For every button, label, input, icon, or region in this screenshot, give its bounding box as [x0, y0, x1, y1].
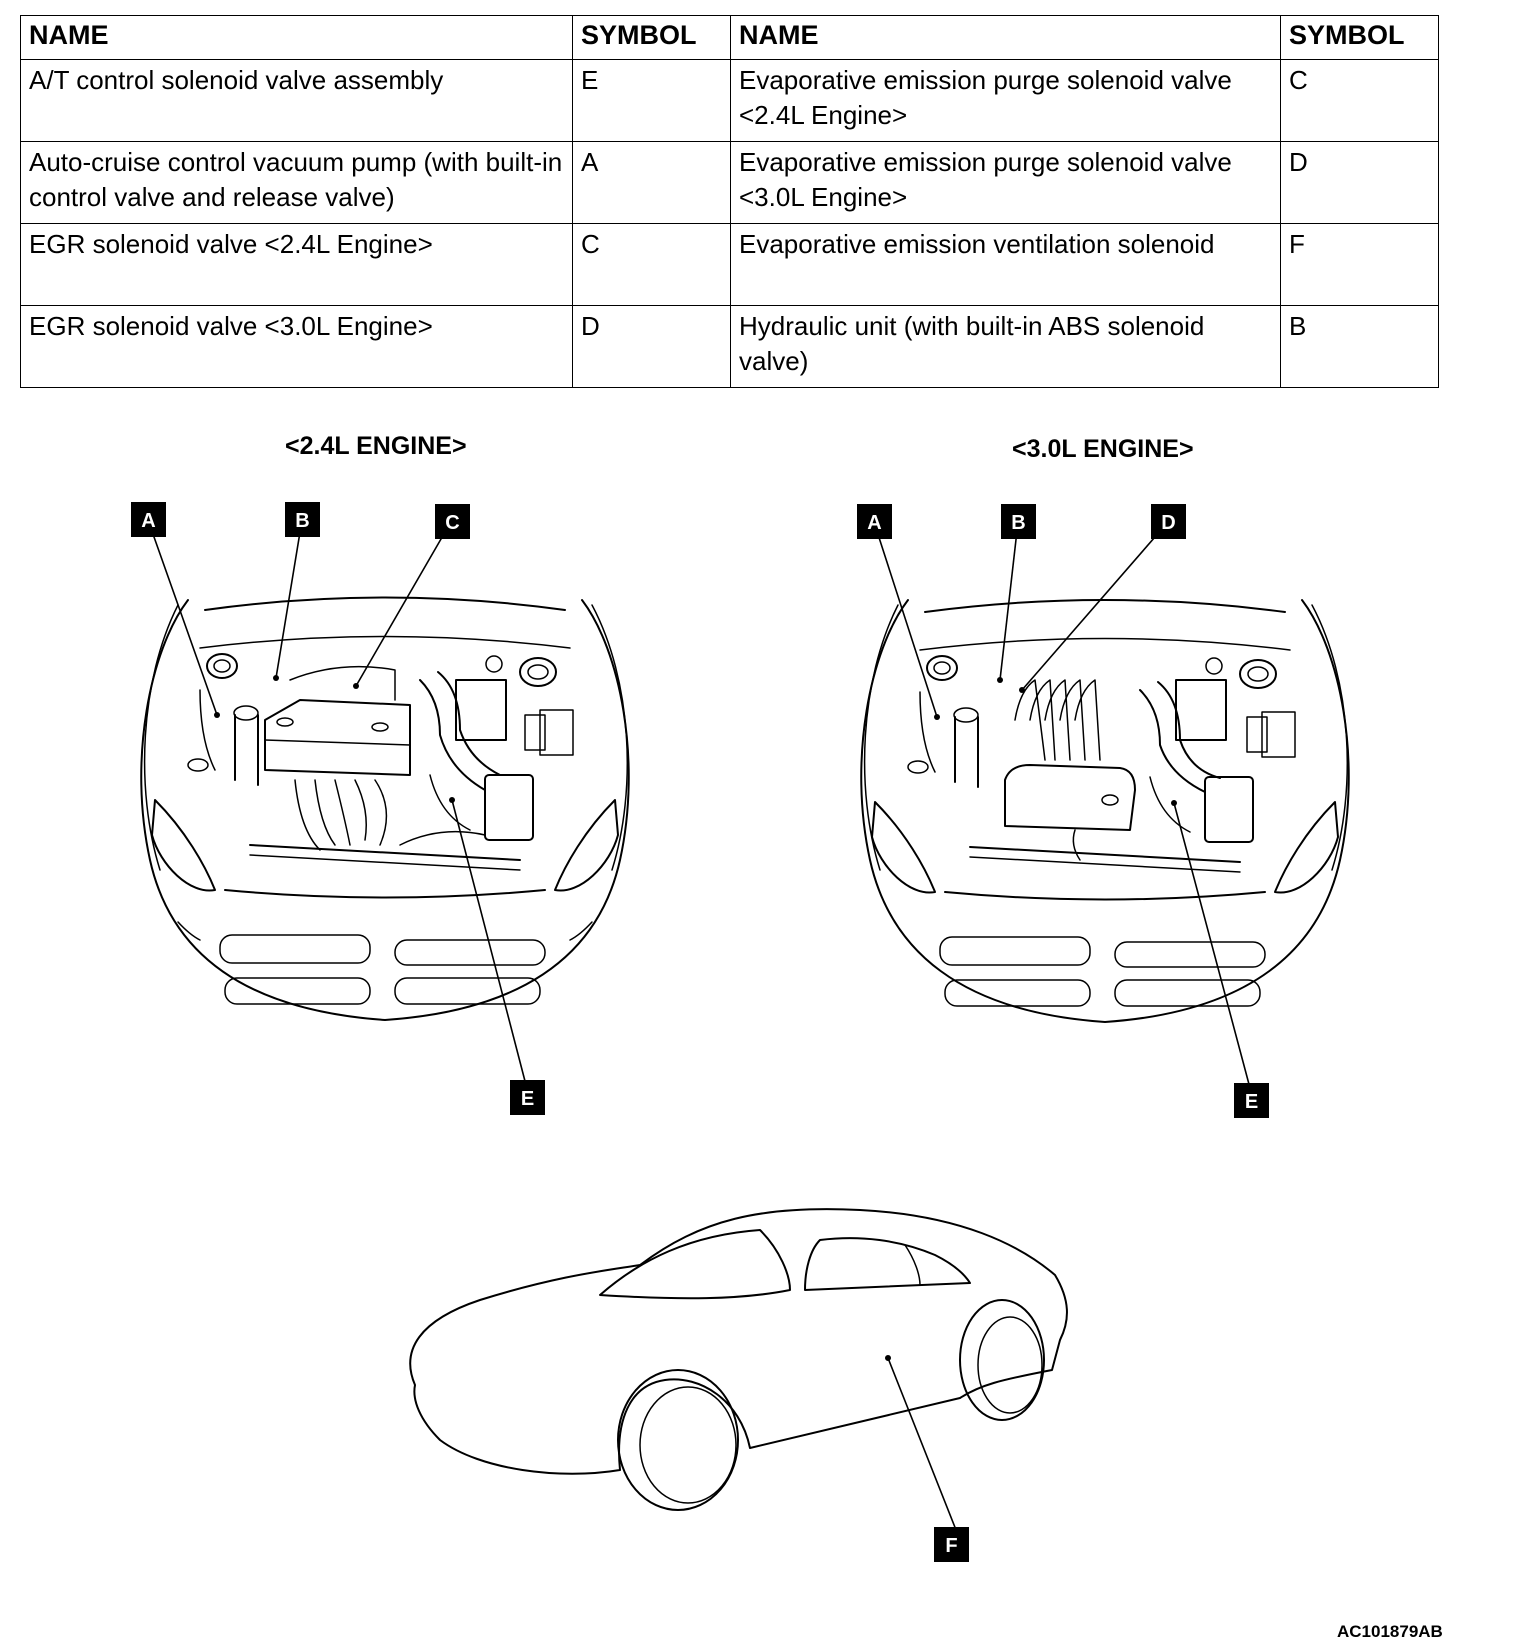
label-c-24: C [435, 504, 470, 539]
label-f-car: F [934, 1527, 969, 1562]
svg-text:B: B [295, 510, 309, 532]
label-b-24: B [285, 502, 320, 537]
row-name-left: EGR solenoid valve <2.4L Engine> [20, 223, 573, 306]
table-row: Auto-cruise control vacuum pump (with bu… [20, 141, 1439, 224]
svg-text:C: C [445, 512, 459, 534]
label-d-30: D [1151, 504, 1186, 539]
table-header-row: NAME SYMBOL NAME SYMBOL [20, 15, 1439, 60]
engine-30-title: <3.0L ENGINE> [1012, 435, 1194, 463]
header-symbol-left: SYMBOL [572, 15, 731, 60]
row-name-left: Auto-cruise control vacuum pump (with bu… [20, 141, 573, 224]
row-symbol-left: E [572, 59, 731, 142]
label-a-24: A [131, 502, 166, 537]
component-table: NAME SYMBOL NAME SYMBOL A/T control sole… [20, 15, 1439, 388]
svg-text:D: D [1161, 512, 1175, 534]
row-name-right: Evaporative emission purge solenoid valv… [730, 141, 1281, 224]
row-symbol-right: D [1280, 141, 1439, 224]
svg-text:A: A [141, 510, 155, 532]
row-symbol-right: C [1280, 59, 1439, 142]
row-symbol-right: F [1280, 223, 1439, 306]
engine-30-illustration [860, 521, 1350, 1089]
row-name-left: A/T control solenoid valve assembly [20, 59, 573, 142]
row-name-right: Evaporative emission purge solenoid valv… [730, 59, 1281, 142]
row-name-right: Evaporative emission ventilation solenoi… [730, 223, 1281, 306]
engine-24-title: <2.4L ENGINE> [285, 432, 467, 460]
svg-text:B: B [1011, 512, 1025, 534]
row-name-right: Hydraulic unit (with built-in ABS soleno… [730, 305, 1281, 388]
row-symbol-left: D [572, 305, 731, 388]
row-symbol-right: B [1280, 305, 1439, 388]
row-symbol-left: C [572, 223, 731, 306]
row-symbol-left: A [572, 141, 731, 224]
header-name-left: NAME [20, 15, 573, 60]
label-e-30: E [1234, 1083, 1269, 1118]
svg-text:E: E [1245, 1091, 1258, 1113]
svg-text:E: E [521, 1088, 534, 1110]
car-side-illustration [409, 1208, 1068, 1541]
svg-text:A: A [867, 512, 881, 534]
table-row: EGR solenoid valve <2.4L Engine> C Evapo… [20, 223, 1439, 306]
label-a-30: A [857, 504, 892, 539]
engine-24-illustration [140, 519, 630, 1086]
svg-text:F: F [945, 1535, 957, 1557]
row-name-left: EGR solenoid valve <3.0L Engine> [20, 305, 573, 388]
label-b-30: B [1001, 504, 1036, 539]
header-name-right: NAME [730, 15, 1281, 60]
table-row: A/T control solenoid valve assembly E Ev… [20, 59, 1439, 142]
header-symbol-right: SYMBOL [1280, 15, 1439, 60]
label-e-24: E [510, 1080, 545, 1115]
table-row: EGR solenoid valve <3.0L Engine> D Hydra… [20, 305, 1439, 388]
diagram-code: AC101879AB [1337, 1622, 1443, 1641]
